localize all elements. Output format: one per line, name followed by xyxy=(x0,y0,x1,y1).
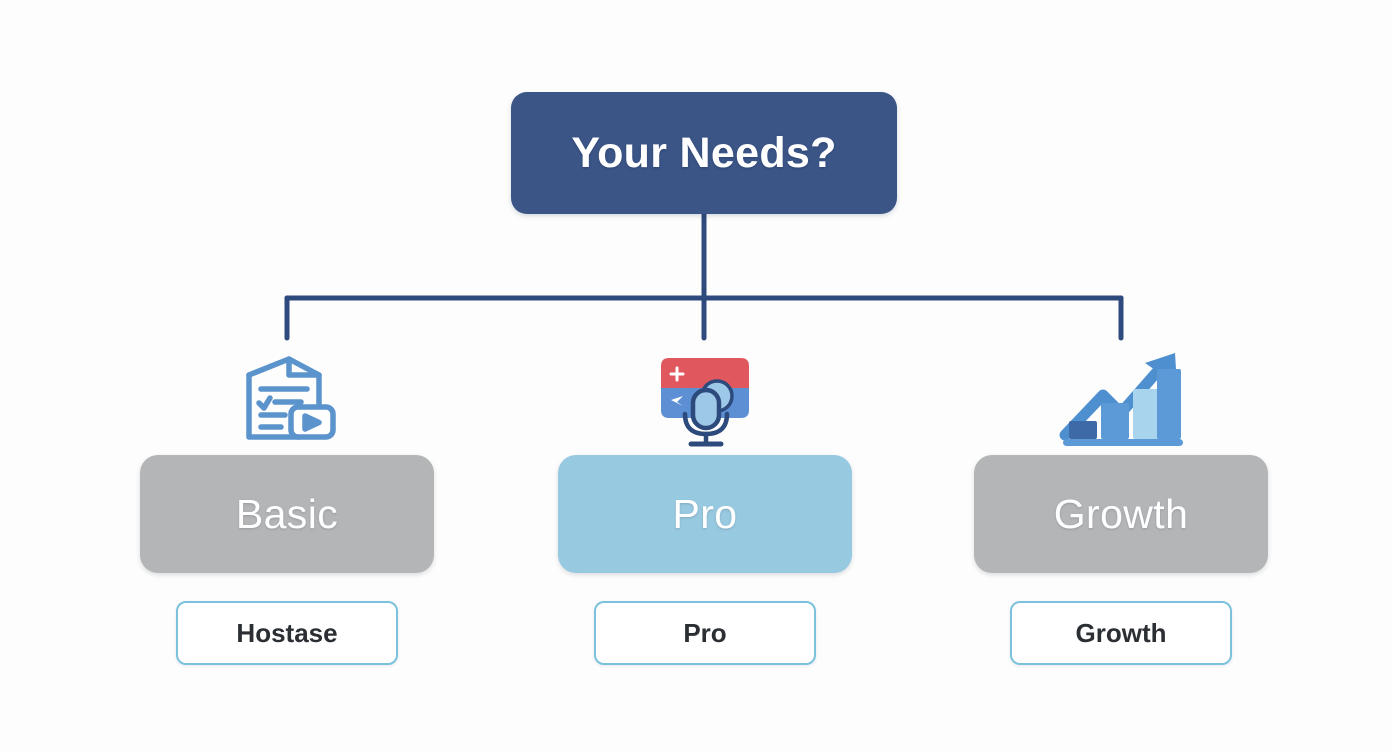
branch-pro: Pro Pro xyxy=(550,340,860,665)
tier-card-pro[interactable]: Pro xyxy=(558,455,852,573)
tier-pill-basic[interactable]: Hostase xyxy=(176,601,398,665)
tier-card-label-growth: Growth xyxy=(1053,490,1189,537)
tier-pill-growth[interactable]: Growth xyxy=(1010,601,1232,665)
tier-pill-label-basic: Hostase xyxy=(236,617,338,648)
growth-chart-icon xyxy=(1059,353,1183,446)
microphone-screen-icon xyxy=(661,358,749,447)
tier-pill-label-growth: Growth xyxy=(1075,617,1167,648)
tier-card-label-basic: Basic xyxy=(235,490,339,537)
branch-basic: Basic Hostase xyxy=(132,340,442,665)
tier-pill-pro[interactable]: Pro xyxy=(594,601,816,665)
tier-pill-label-pro: Pro xyxy=(683,617,727,648)
document-video-icon xyxy=(246,356,336,440)
tier-card-basic[interactable]: Basic xyxy=(140,455,434,573)
root-node-your-needs[interactable]: Your Needs? xyxy=(511,92,897,214)
root-node-label: Your Needs? xyxy=(571,128,837,177)
tier-card-growth[interactable]: Growth xyxy=(974,455,1268,573)
microphone-screen-icon-wrapper xyxy=(655,340,755,448)
branch-growth: Growth Growth xyxy=(966,340,1276,665)
growth-chart-icon-wrapper xyxy=(1057,340,1185,448)
tier-card-label-pro: Pro xyxy=(672,490,738,537)
document-video-icon-wrapper xyxy=(237,340,337,448)
